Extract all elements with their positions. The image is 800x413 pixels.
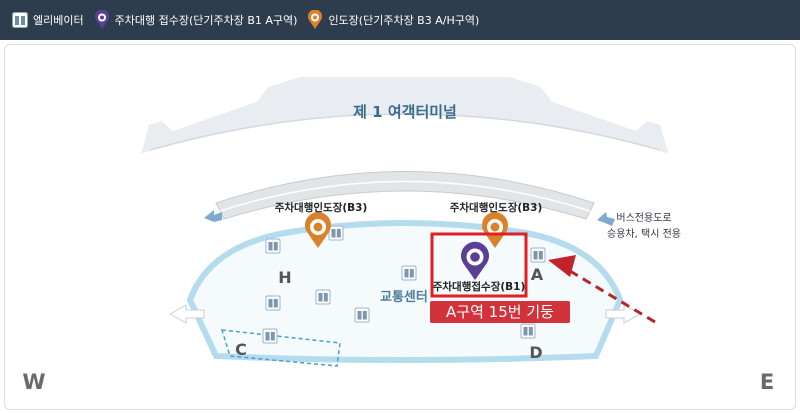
elevator-icon xyxy=(265,295,281,311)
elevator-icon xyxy=(354,307,370,323)
callout-label: A구역 15번 기둥 xyxy=(430,301,570,323)
valet-delivery-left-pin-icon xyxy=(305,212,331,248)
legend-valet-delivery-label: 인도장(단기주차장 B3 A/H구역) xyxy=(328,14,480,27)
valet-delivery-right-pin-icon xyxy=(482,212,509,248)
elevator-icon xyxy=(401,265,417,281)
west-label: W xyxy=(22,370,45,394)
zone-a-label: A xyxy=(531,265,544,284)
bus-lane-line1: 버스전용도로 xyxy=(616,212,671,224)
legend-valet-reception-label: 주차대행 접수장(단기주차장 B1 A구역) xyxy=(114,14,298,27)
elevator-icon xyxy=(265,238,281,254)
route-arrow-icon xyxy=(548,255,576,277)
east-exit-arrow xyxy=(605,304,642,324)
legend-bar: 엘리베이터 주차대행 접수장(단기주차장 B1 A구역) 인도장(단기주차장 B… xyxy=(0,0,800,40)
zone-c-area xyxy=(220,329,341,367)
elevator-icon xyxy=(12,12,28,28)
legend-elevator-label: 엘리베이터 xyxy=(33,14,84,27)
left-road-arrow-icon xyxy=(204,210,222,222)
transport-center-label: 교통센터 xyxy=(380,289,428,305)
elevated-road xyxy=(215,171,595,220)
legend-valet-reception: 주차대행 접수장(단기주차장 B1 A구역) xyxy=(94,10,298,30)
valet-delivery-pin-icon xyxy=(308,10,323,29)
parking-zone-outline xyxy=(186,220,624,363)
elevator-icon xyxy=(262,328,278,344)
delivery-left-label: 주차대행인도장(B3) xyxy=(275,201,368,214)
right-road-arrow-icon xyxy=(597,212,615,226)
delivery-right-label: 주차대행인도장(B3) xyxy=(450,201,543,214)
zone-d-label: D xyxy=(529,343,542,362)
reception-label: 주차대행접수장(B1) xyxy=(433,280,526,293)
west-exit-arrow xyxy=(168,304,205,324)
terminal-title: 제 1 여객터미널 xyxy=(353,103,457,121)
valet-reception-pin-icon xyxy=(461,241,490,280)
elevator-icon xyxy=(530,247,546,263)
elevator-icon xyxy=(315,289,331,305)
highlight-box xyxy=(430,232,528,298)
east-label: E xyxy=(760,370,774,394)
terminal-building xyxy=(138,75,672,157)
elevator-icon xyxy=(328,225,344,241)
zone-c-label: C xyxy=(235,340,247,359)
legend-valet-delivery: 인도장(단기주차장 B3 A/H구역) xyxy=(307,10,479,30)
legend-elevator: 엘리베이터 xyxy=(12,12,84,28)
zone-h-label: H xyxy=(278,268,291,287)
bus-lane-line2: 승용차, 택시 전용 xyxy=(607,228,681,240)
valet-reception-pin-icon xyxy=(94,10,109,29)
elevator-icon xyxy=(520,323,536,339)
